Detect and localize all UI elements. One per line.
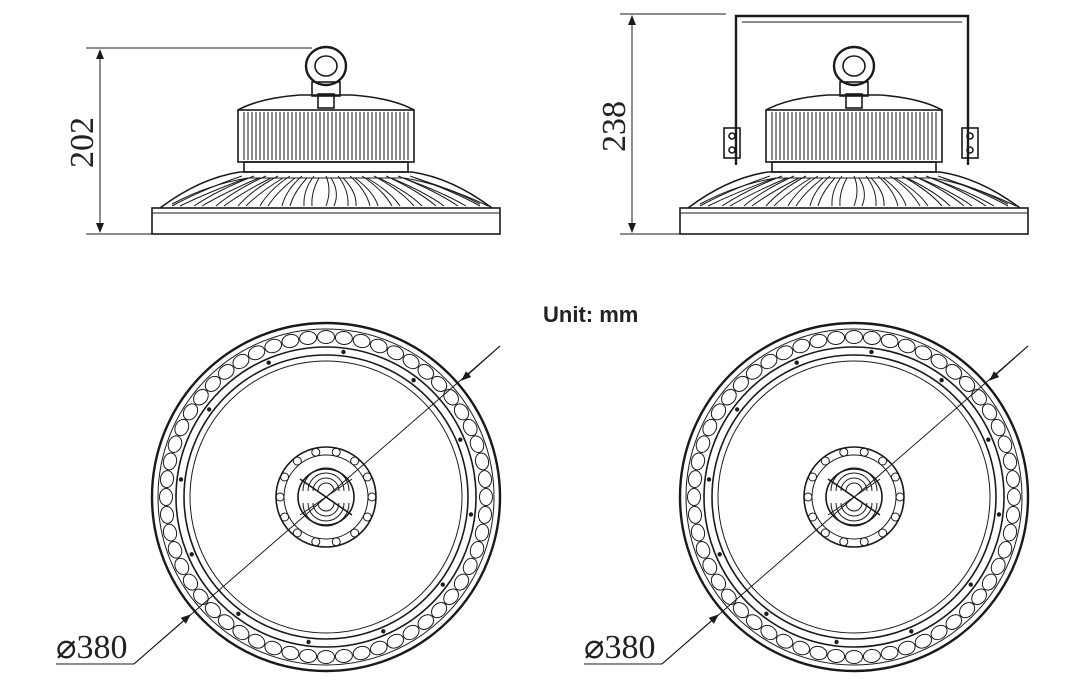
- height-label-standard: 202: [64, 117, 101, 168]
- top-view-left: [150, 321, 502, 673]
- diameter-dimension-right: ⌀380: [584, 345, 1029, 666]
- top-view-right: [678, 321, 1030, 673]
- side-view-standard: 202: [64, 45, 501, 235]
- diameter-label-left: ⌀380: [56, 629, 127, 666]
- height-label-bracket: 238: [596, 101, 633, 152]
- side-view-bracket: 238: [596, 13, 1029, 235]
- diameter-dimension-left: ⌀380: [56, 345, 501, 666]
- diameter-label-right: ⌀380: [584, 629, 655, 666]
- unit-label: Unit: mm: [543, 302, 638, 327]
